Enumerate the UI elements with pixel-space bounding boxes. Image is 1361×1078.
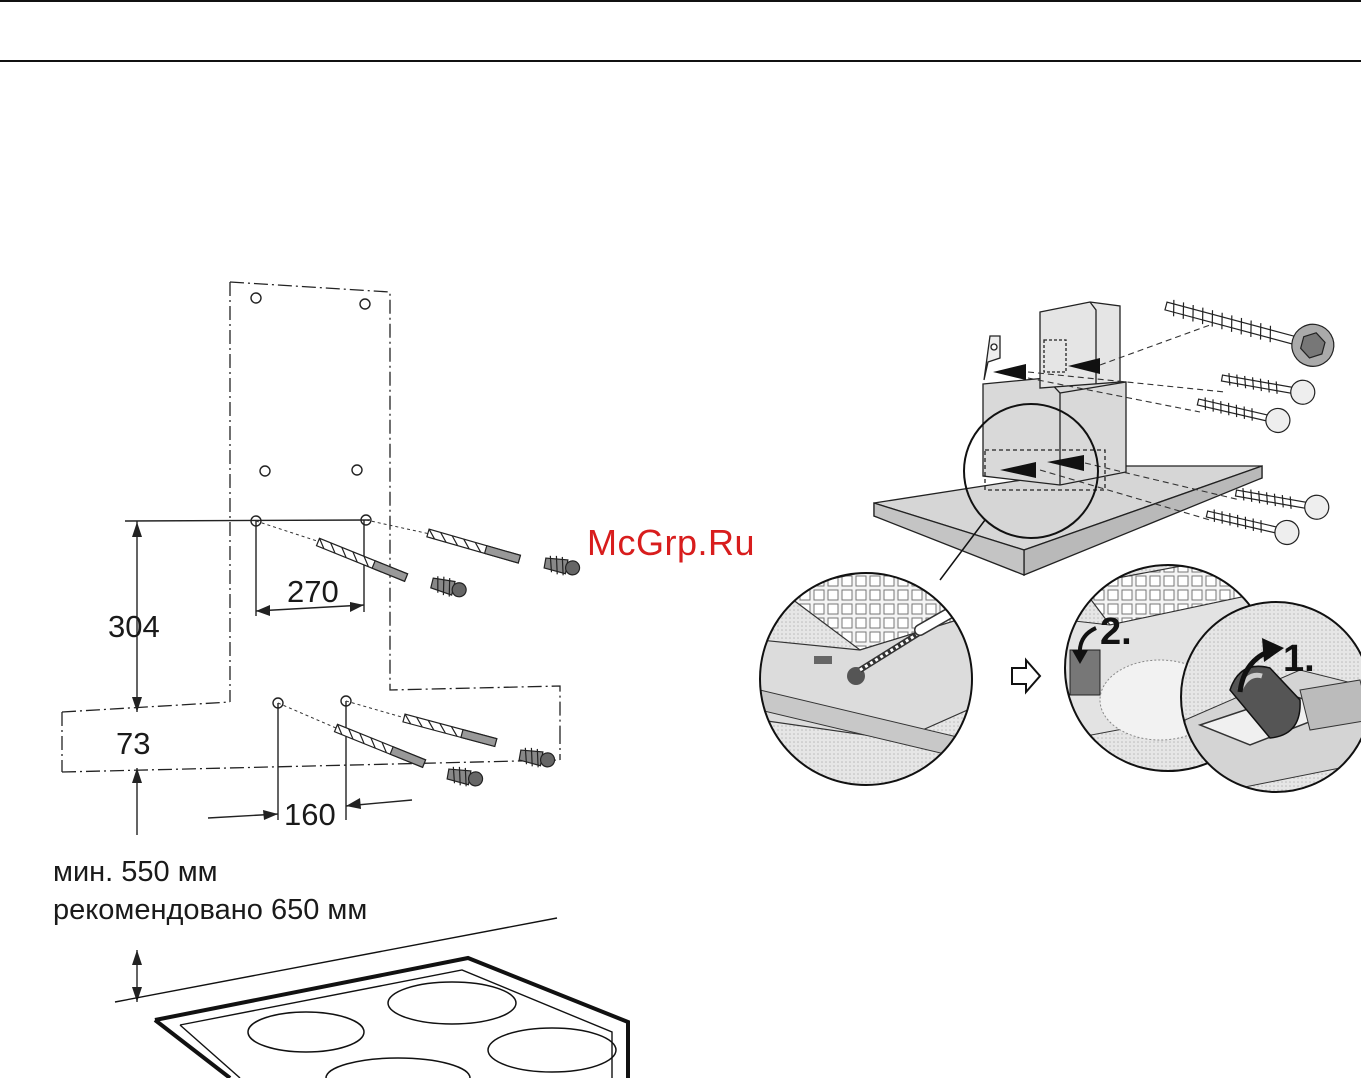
mounting-holes (251, 293, 371, 708)
watermark-text: McGrp.Ru (587, 525, 755, 561)
next-step-arrow (1012, 660, 1040, 692)
wall-plugs (430, 554, 581, 789)
dimension-label-73: 73 (116, 728, 150, 759)
dimension-label-304: 304 (108, 611, 160, 642)
dimension-label-270: 270 (287, 576, 339, 607)
cooktop (115, 918, 628, 1078)
dimension-label-160: 160 (284, 799, 336, 830)
step-1-label: 1. (1283, 640, 1315, 678)
clearance-min-label: мин. 550 мм (53, 858, 218, 887)
drill-bits (317, 529, 521, 767)
detail-circle-filter (755, 560, 1005, 800)
dimension-lines (125, 520, 412, 1002)
step-2-label: 2. (1100, 613, 1132, 651)
clearance-recommended-label: рекомендовано 650 мм (53, 896, 367, 925)
